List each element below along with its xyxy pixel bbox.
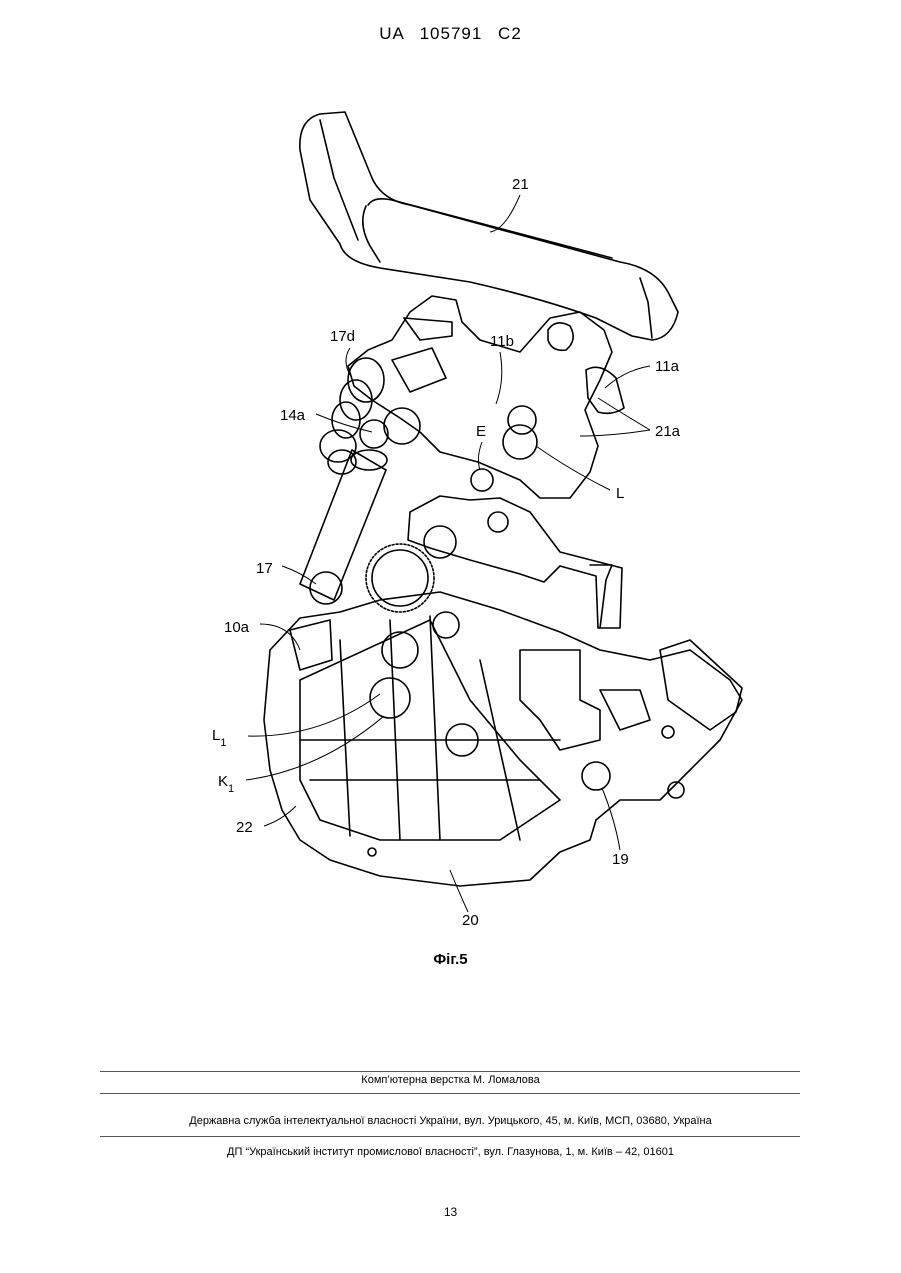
label-20: 20	[462, 912, 479, 925]
lever-21-drawing	[300, 112, 678, 340]
footer-institute: ДП “Український інститут промислової вла…	[0, 1146, 901, 1158]
label-21: 21	[512, 176, 529, 193]
label-K1: K1	[218, 773, 234, 795]
footer-typesetting: Комп’ютерна верстка М. Ломалова	[0, 1074, 901, 1086]
page-number: 13	[0, 1205, 901, 1219]
label-17d: 17d	[330, 328, 355, 345]
label-22: 22	[236, 819, 253, 836]
label-11a: 11a	[655, 358, 680, 375]
label-K1-base: K	[218, 773, 228, 790]
upper-housing-drawing	[348, 296, 624, 498]
middle-plate-drawing	[408, 496, 622, 628]
figure-caption: Фіг.5	[0, 951, 901, 968]
rod-17-drawing	[300, 450, 387, 604]
footer-rule-middle	[100, 1093, 800, 1094]
footer-rule-top	[100, 1071, 800, 1072]
label-10a: 10a	[224, 619, 250, 636]
label-L: L	[616, 485, 624, 502]
patent-figure: 21 17d 11b 11a 14a E 21a L 17 10a L1 K1 …	[180, 105, 770, 930]
label-L1-base: L	[212, 727, 220, 744]
main-body-20-drawing	[264, 592, 742, 886]
label-L1-subscript: 1	[220, 737, 226, 749]
footer-rule-bottom	[100, 1136, 800, 1137]
reference-labels: 21 17d 11b 11a 14a E 21a L 17 10a L1 K1 …	[212, 176, 681, 925]
label-L1: L1	[212, 727, 226, 749]
patent-header: UA 105791 C2	[0, 24, 901, 44]
label-19: 19	[612, 851, 629, 868]
label-K1-subscript: 1	[228, 783, 234, 795]
label-17: 17	[256, 560, 273, 577]
label-E: E	[476, 423, 486, 440]
label-21a: 21a	[655, 423, 681, 440]
footer-office: Державна служба інтелектуальної власност…	[0, 1115, 901, 1127]
label-11b: 11b	[490, 333, 514, 350]
mechanism-drawing: 21 17d 11b 11a 14a E 21a L 17 10a L1 K1 …	[180, 105, 770, 925]
label-14a: 14a	[280, 407, 306, 424]
